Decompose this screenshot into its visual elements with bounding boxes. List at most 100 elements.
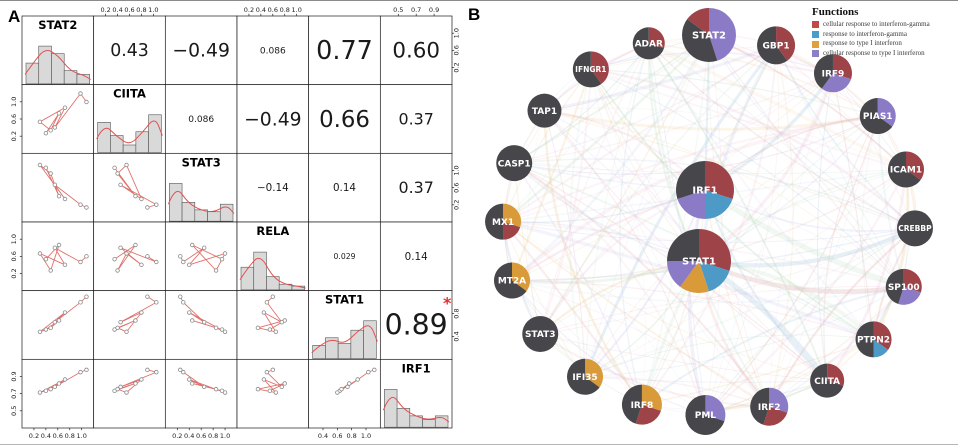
network-node-stat2[interactable]: STAT2 [682, 7, 736, 63]
network-edges [501, 33, 918, 417]
svg-text:0.6: 0.6 [453, 182, 461, 192]
svg-text:CIITA: CIITA [113, 87, 146, 101]
svg-text:0.5: 0.5 [393, 6, 403, 14]
panel-b-label: B [468, 5, 481, 24]
network-node-casp1[interactable]: CASP1 [496, 145, 533, 182]
svg-text:RELA: RELA [256, 224, 289, 238]
svg-text:IRF2: IRF2 [758, 403, 781, 413]
svg-text:SP100: SP100 [888, 283, 920, 293]
svg-text:0.66: 0.66 [319, 107, 370, 133]
svg-text:1.0: 1.0 [10, 97, 18, 107]
network-node-irf8[interactable]: IRF8 [621, 384, 662, 425]
svg-text:PTPN2: PTPN2 [857, 335, 890, 345]
svg-text:0.6: 0.6 [453, 45, 461, 55]
svg-text:0.2: 0.2 [10, 268, 18, 278]
pairs-cell-ciita-irf1: 0.37 [379, 84, 453, 154]
svg-text:0.6: 0.6 [332, 432, 342, 440]
network-legend: Functions cellular response to interfero… [812, 6, 956, 60]
network-node-mt2a[interactable]: MT2A [494, 262, 531, 299]
network-node-tap1[interactable]: TAP1 [527, 93, 562, 128]
network-node-pias1[interactable]: PIAS1 [859, 98, 896, 135]
svg-text:0.2: 0.2 [453, 62, 461, 72]
legend-swatch-cellular-response-type1-interferon [812, 50, 819, 58]
svg-text:0.8: 0.8 [280, 6, 290, 14]
pairs-cell-rela-stat3 [164, 221, 238, 292]
pairs-cell-rela-irf1: 0.14 [379, 221, 453, 292]
svg-text:PIAS1: PIAS1 [863, 112, 893, 122]
pairs-cell-stat2-ciita: 0.43 [93, 15, 166, 86]
pairs-cell-stat3-irf1: 0.37 [379, 152, 453, 223]
network-node-ciita[interactable]: CIITA [810, 363, 845, 398]
svg-text:0.60: 0.60 [392, 39, 440, 64]
svg-text:IFNGR1: IFNGR1 [575, 65, 606, 74]
svg-text:CIITA: CIITA [814, 377, 840, 387]
svg-text:CREBBP: CREBBP [898, 224, 932, 233]
svg-text:0.6: 0.6 [196, 432, 206, 440]
svg-text:MT2A: MT2A [498, 277, 526, 287]
network-node-stat3[interactable]: STAT3 [522, 315, 559, 352]
network-node-mx1[interactable]: MX1 [485, 203, 522, 240]
network-node-sp100[interactable]: SP100 [885, 268, 922, 305]
pairs-cell-stat2-stat1: 0.77 [308, 15, 381, 86]
network-node-adar[interactable]: ADAR [632, 27, 665, 60]
pairs-cell-stat1-stat3 [164, 290, 238, 360]
pairs-cell-irf1-ciita [93, 358, 166, 429]
network-node-gbp1[interactable]: GBP1 [757, 26, 796, 65]
svg-text:0.14: 0.14 [405, 251, 428, 263]
svg-text:0.77: 0.77 [316, 36, 373, 66]
legend-item: cellular response to interferon-gamma [812, 20, 956, 29]
svg-text:0.4: 0.4 [41, 432, 51, 440]
svg-text:0.7: 0.7 [411, 6, 421, 14]
legend-item-label: response to type I interferon [823, 39, 902, 48]
network-node-ifi35[interactable]: IFI35 [567, 358, 604, 395]
pairs-cell-stat3-ciita [93, 152, 166, 223]
svg-text:0.2: 0.2 [100, 6, 110, 14]
network-node-irf2[interactable]: IRF2 [750, 387, 789, 426]
svg-text:STAT3: STAT3 [182, 155, 221, 169]
svg-text:0.2: 0.2 [10, 131, 18, 141]
pairs-cell-ciita-stat1: 0.66 [308, 84, 381, 154]
legend-item-label: cellular response to interferon-gamma [823, 20, 930, 28]
svg-text:0.7: 0.7 [10, 388, 18, 398]
svg-text:0.8: 0.8 [453, 308, 461, 318]
svg-text:*: * [443, 294, 452, 313]
svg-text:0.8: 0.8 [65, 432, 75, 440]
svg-text:0.2: 0.2 [172, 432, 182, 440]
pairs-cell-rela-stat1: 0.029 [308, 221, 381, 292]
svg-text:STAT1: STAT1 [325, 293, 364, 307]
svg-text:0.6: 0.6 [10, 114, 18, 124]
network-node-crebbp[interactable]: CREBBP [896, 210, 933, 247]
svg-text:0.9: 0.9 [429, 6, 439, 14]
svg-text:STAT3: STAT3 [525, 330, 556, 340]
pairs-cell-rela-stat2 [21, 221, 95, 292]
pairs-cell-stat1-ciita [93, 290, 166, 360]
svg-text:IFI35: IFI35 [572, 373, 597, 383]
pairs-cell-stat2-rela: 0.086 [236, 15, 310, 86]
network-node-icam1[interactable]: ICAM1 [887, 151, 924, 188]
network-node-irf1[interactable]: IRF1 [676, 161, 734, 219]
pairs-cell-stat3-stat1: 0.14 [308, 152, 381, 223]
network-node-ptpn2[interactable]: PTPN2 [855, 321, 892, 358]
svg-text:IRF1: IRF1 [402, 361, 431, 375]
pairs-cell-irf1-stat3 [164, 358, 238, 429]
svg-text:MX1: MX1 [492, 218, 514, 228]
svg-text:0.37: 0.37 [398, 109, 433, 128]
network-node-pml[interactable]: PML [685, 394, 726, 435]
pairs-cell-rela-ciita [93, 221, 166, 292]
pairs-cell-irf1-stat2 [21, 358, 95, 429]
legend-swatch-response-type1-interferon [812, 40, 819, 48]
pairs-cell-stat1-irf1: 0.89* [379, 290, 453, 360]
pairs-cell-stat2-irf1: 0.60 [379, 15, 453, 86]
svg-text:IRF8: IRF8 [631, 401, 654, 411]
svg-text:0.9: 0.9 [10, 371, 18, 381]
svg-text:1.0: 1.0 [292, 6, 302, 14]
network-node-irf9[interactable]: IRF9 [813, 54, 852, 93]
network-node-ifngr1[interactable]: IFNGR1 [572, 51, 609, 88]
pairs-cell-stat1-stat2 [21, 290, 95, 360]
pairs-cell-rela-rela: RELA [236, 221, 310, 292]
svg-text:1.0: 1.0 [361, 432, 371, 440]
network-node-stat1[interactable]: STAT1 [667, 229, 731, 294]
